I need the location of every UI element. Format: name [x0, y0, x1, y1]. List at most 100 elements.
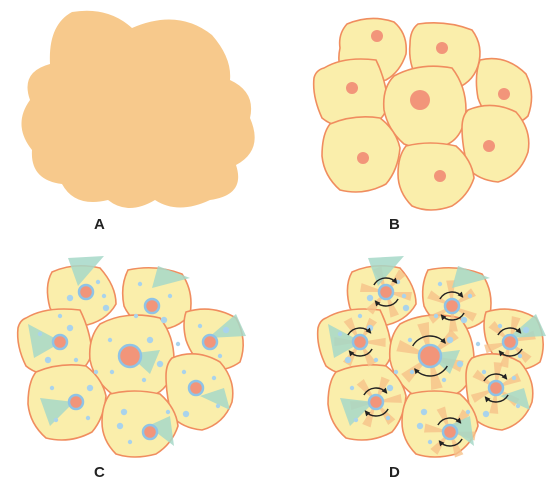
- nucleus: [434, 170, 446, 182]
- vacuole: [518, 354, 522, 358]
- nucleus: [483, 140, 495, 152]
- vacuole: [338, 332, 342, 336]
- nucleus: [436, 42, 448, 54]
- vacuole: [212, 376, 216, 380]
- vacuole: [374, 358, 378, 362]
- nucleus: [445, 299, 459, 313]
- nucleus: [353, 335, 367, 349]
- vacuole: [468, 294, 472, 298]
- vacuole: [45, 357, 51, 363]
- nucleus: [371, 30, 383, 42]
- vacuole: [223, 327, 229, 333]
- nucleus: [443, 425, 457, 439]
- vacuole: [87, 385, 93, 391]
- vacuole: [354, 418, 358, 422]
- vacuole: [121, 409, 127, 415]
- vacuole: [176, 342, 180, 346]
- panel-label-c: C: [94, 464, 105, 481]
- panel-label-b: B: [389, 216, 400, 233]
- nucleus: [410, 90, 430, 110]
- vacuole: [168, 294, 172, 298]
- vacuole: [67, 295, 73, 301]
- panel-label-a: A: [94, 216, 105, 233]
- nucleus: [357, 152, 369, 164]
- vacuole: [117, 423, 123, 429]
- nucleus: [498, 88, 510, 100]
- vacuole: [498, 324, 502, 328]
- vacuole: [110, 370, 114, 374]
- nucleus: [145, 299, 159, 313]
- vacuole: [428, 440, 432, 444]
- panel-c: [18, 256, 246, 457]
- nucleus: [489, 381, 503, 395]
- vacuole: [142, 378, 146, 382]
- vacuole: [438, 282, 442, 286]
- vacuole: [402, 294, 406, 298]
- vacuole: [216, 404, 220, 408]
- vacuole: [523, 327, 529, 333]
- vacuole: [386, 416, 390, 420]
- vacuole: [483, 411, 489, 417]
- vacuole: [516, 404, 520, 408]
- vacuole: [476, 342, 480, 346]
- panel-a: [21, 11, 254, 208]
- vacuole: [183, 411, 189, 417]
- vacuole: [96, 280, 100, 284]
- vacuole: [166, 410, 170, 414]
- vacuole: [67, 325, 73, 331]
- vacuole: [198, 324, 202, 328]
- vacuole: [421, 409, 427, 415]
- undivided-mass: [21, 11, 254, 208]
- vacuole: [50, 386, 54, 390]
- vacuole: [394, 370, 398, 374]
- vacuole: [410, 370, 414, 374]
- vacuole: [94, 370, 98, 374]
- vacuole: [102, 294, 106, 298]
- vacuole: [447, 337, 453, 343]
- nucleus: [143, 425, 157, 439]
- vacuole: [408, 338, 412, 342]
- vacuole: [482, 370, 486, 374]
- vacuole: [218, 354, 222, 358]
- nucleus: [189, 381, 203, 395]
- panel-label-d: D: [389, 464, 400, 481]
- vacuole: [182, 370, 186, 374]
- nucleus: [503, 335, 517, 349]
- vacuole: [147, 337, 153, 343]
- vacuole: [442, 378, 446, 382]
- vacuole: [54, 418, 58, 422]
- vacuole: [345, 357, 351, 363]
- vacuole: [457, 361, 463, 367]
- vacuole: [434, 314, 438, 318]
- vacuole: [58, 314, 62, 318]
- vacuole: [134, 314, 138, 318]
- vacuole: [358, 314, 362, 318]
- vacuole: [108, 338, 112, 342]
- vacuole: [512, 376, 516, 380]
- panel-b: [314, 18, 532, 210]
- vacuole: [103, 305, 109, 311]
- nucleus: [53, 335, 67, 349]
- vacuole: [157, 361, 163, 367]
- nucleus: [79, 285, 93, 299]
- vacuole: [466, 410, 470, 414]
- nucleus: [419, 345, 441, 367]
- vacuole: [367, 295, 373, 301]
- nucleus: [203, 335, 217, 349]
- vacuole: [387, 385, 393, 391]
- vacuole: [161, 317, 167, 323]
- vacuole: [417, 423, 423, 429]
- nucleus: [346, 82, 358, 94]
- vacuole: [138, 282, 142, 286]
- nucleus: [379, 285, 393, 299]
- vacuole: [128, 440, 132, 444]
- panel-d: [318, 256, 546, 458]
- vacuole: [74, 358, 78, 362]
- nucleus: [369, 395, 383, 409]
- nucleus: [69, 395, 83, 409]
- vacuole: [86, 416, 90, 420]
- nucleus: [119, 345, 141, 367]
- vacuole: [403, 305, 409, 311]
